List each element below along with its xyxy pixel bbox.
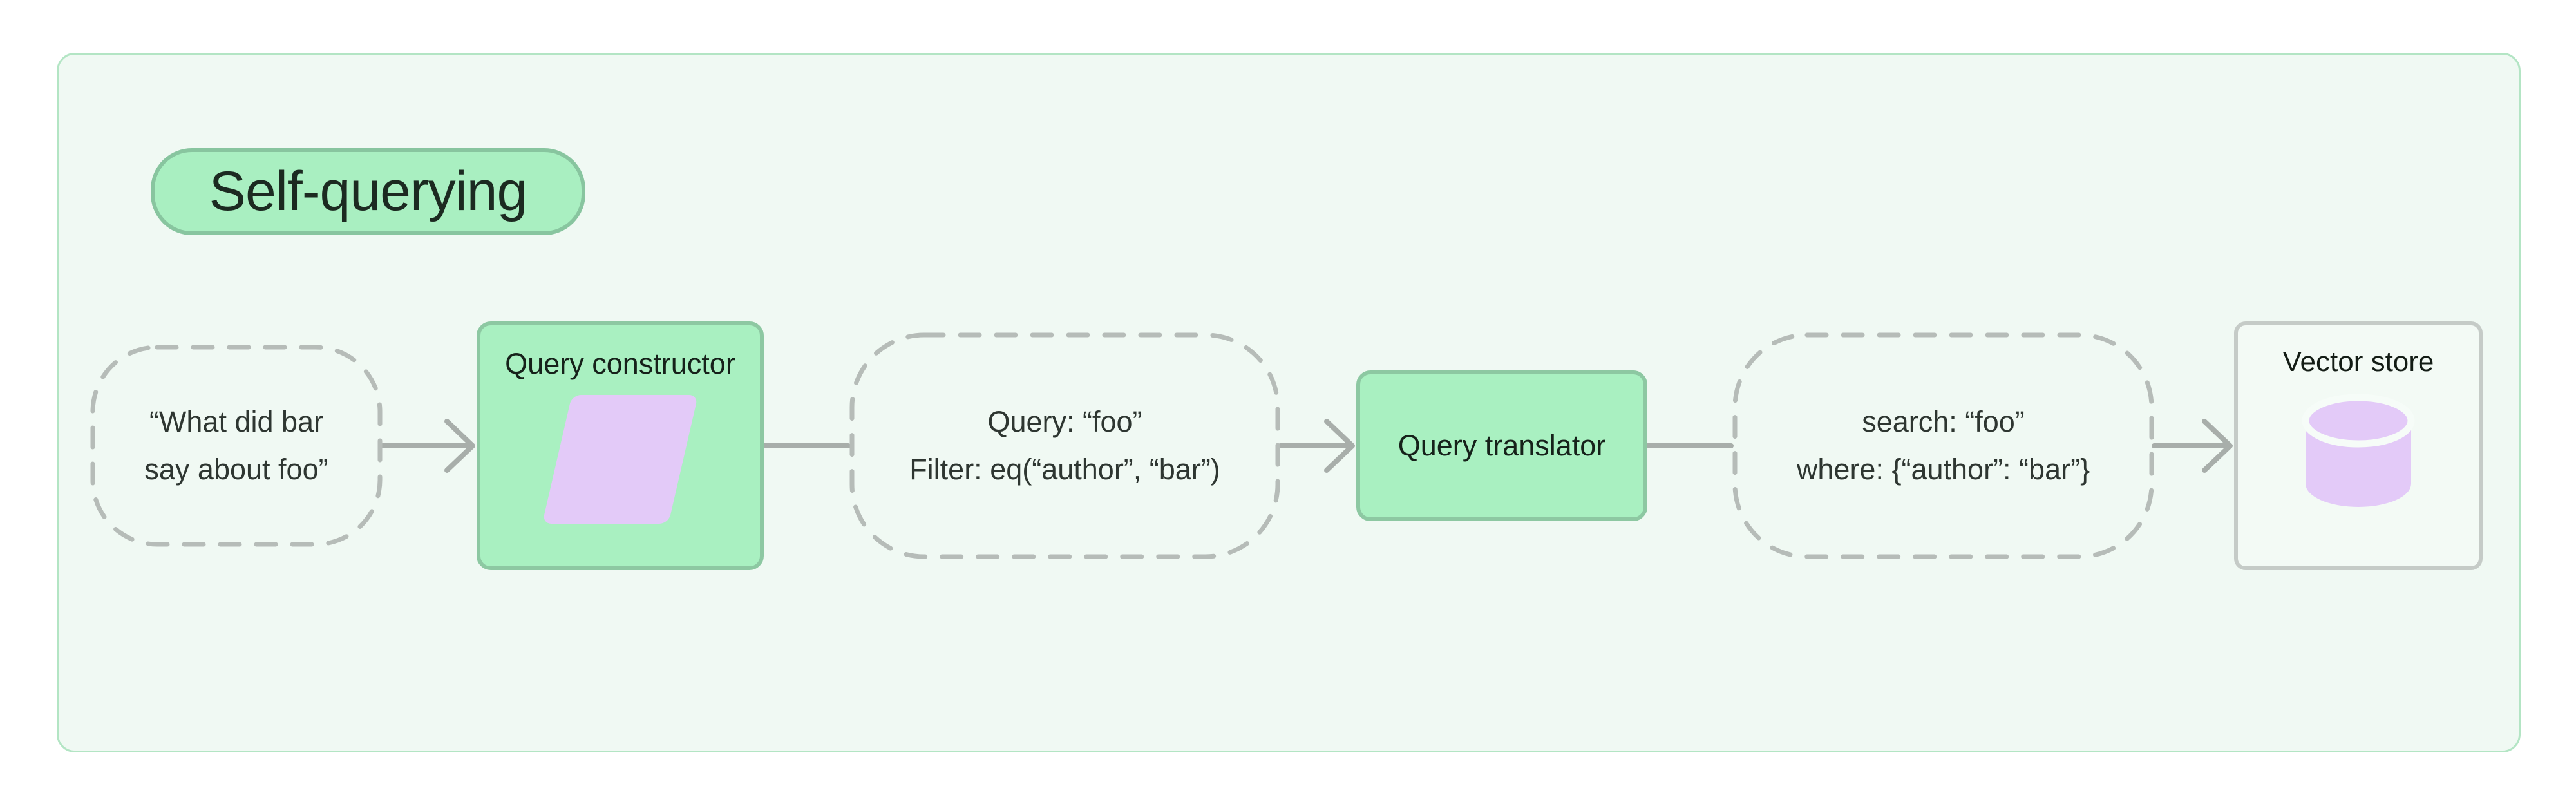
user-question-text: “What did bar say about foo”: [144, 398, 328, 493]
dashed-border: [90, 345, 383, 547]
translated-query-line2: where: {“author”: “bar”}: [1796, 453, 2090, 486]
node-query-constructor: Query constructor: [477, 321, 764, 570]
dashed-border: [849, 332, 1280, 559]
node-structured-query: Query: “foo” Filter: eq(“author”, “bar”): [849, 332, 1280, 559]
database-cylinder-icon: [2302, 394, 2415, 507]
translated-query-line1: search: “foo”: [1862, 405, 2025, 438]
parallelogram-icon: [542, 395, 699, 524]
translated-query-text: search: “foo” where: {“author”: “bar”}: [1797, 398, 2090, 493]
node-user-question: “What did bar say about foo”: [90, 345, 383, 547]
user-question-line1: “What did bar: [149, 405, 324, 438]
query-constructor-label: Query constructor: [505, 347, 735, 380]
node-query-translator: Query translator: [1356, 370, 1647, 521]
node-vector-store: Vector store: [2234, 321, 2483, 570]
vector-store-label: Vector store: [2282, 346, 2434, 378]
structured-query-text: Query: “foo” Filter: eq(“author”, “bar”): [909, 398, 1220, 493]
self-querying-panel: Self-querying: [57, 53, 2521, 752]
node-translated-query: search: “foo” where: {“author”: “bar”}: [1732, 332, 2154, 559]
diagram-title-badge: Self-querying: [151, 148, 585, 235]
diagram-title: Self-querying: [209, 160, 528, 222]
user-question-line2: say about foo”: [144, 453, 328, 486]
query-translator-label: Query translator: [1397, 429, 1606, 462]
structured-query-line1: Query: “foo”: [987, 405, 1142, 438]
structured-query-line2: Filter: eq(“author”, “bar”): [909, 453, 1220, 486]
